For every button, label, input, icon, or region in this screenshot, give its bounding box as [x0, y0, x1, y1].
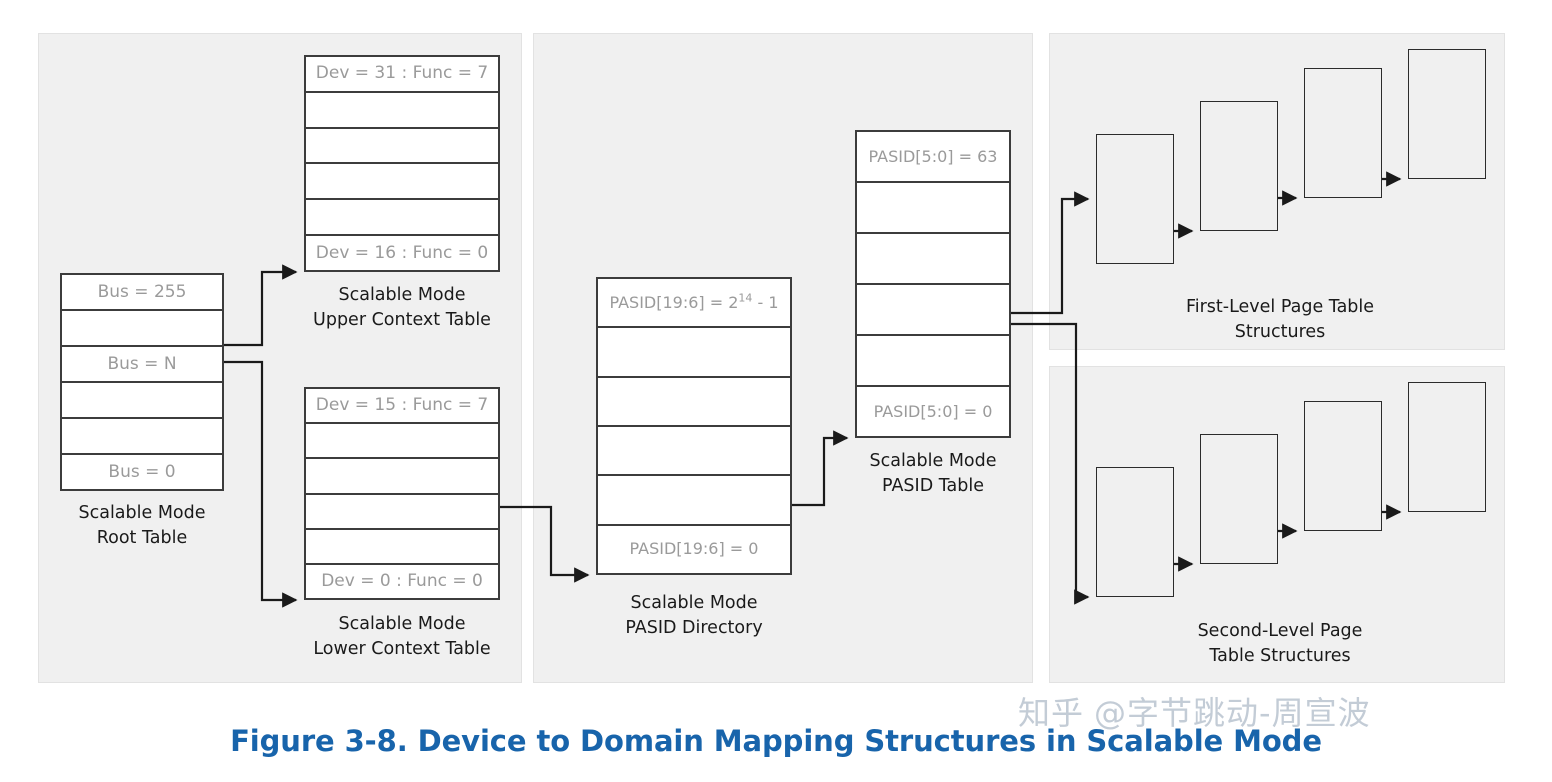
scalable-mode-root-table: Bus = 255 Bus = N Bus = 0 — [60, 273, 224, 491]
second-level-page-table-box — [1200, 434, 1278, 564]
second-level-caption-line1: Second-Level Page — [1197, 621, 1363, 641]
pasid-directory-row — [598, 328, 790, 378]
root-table-row: Bus = N — [62, 347, 222, 383]
first-level-page-table-box — [1200, 101, 1278, 231]
pasid-directory-row — [598, 378, 790, 427]
root-table-row: Bus = 255 — [62, 275, 222, 311]
upper-context-row — [306, 164, 498, 201]
root-table-caption: Scalable Mode Root Table — [42, 501, 242, 551]
pasid-directory-caption-line2: PASID Directory — [625, 617, 763, 638]
pasid-table-row — [857, 234, 1009, 285]
upper-context-row: Dev = 31 : Func = 7 — [306, 57, 498, 93]
upper-context-row: Dev = 16 : Func = 0 — [315, 242, 489, 263]
lower-context-table-caption: Scalable Mode Lower Context Table — [290, 612, 514, 662]
pasid-directory-row-first-label: PASID[19:6] = 214 - 1 — [609, 291, 779, 312]
pasid-directory-caption-line1: Scalable Mode — [630, 593, 758, 613]
watermark: 知乎@字节跳动-周宣波 — [1018, 688, 1371, 734]
upper-context-caption-line2: Upper Context Table — [313, 309, 491, 330]
root-table-row: Bus = 0 — [108, 461, 176, 482]
scalable-mode-pasid-table: PASID[5:0] = 63 PASID[5:0] = 0 — [855, 130, 1011, 438]
root-table-caption-line2: Root Table — [96, 527, 188, 548]
lower-context-row — [306, 459, 498, 495]
first-level-page-table-box — [1408, 49, 1486, 179]
pasid-directory-row: PASID[19:6] = 0 — [629, 539, 759, 559]
pasid-directory-row — [598, 427, 790, 477]
lower-context-row — [306, 424, 498, 460]
first-level-caption-line1: First-Level Page Table — [1185, 297, 1375, 317]
watermark-handle: @字节跳动-周宣波 — [1094, 694, 1371, 732]
scalable-mode-upper-context-table: Dev = 31 : Func = 7 Dev = 16 : Func = 0 — [304, 55, 500, 272]
pasid-table-row — [857, 336, 1009, 387]
lower-context-row — [306, 530, 498, 565]
scalable-mode-pasid-directory: PASID[19:6] = 214 - 1 PASID[19:6] = 0 — [596, 277, 792, 575]
pasid-directory-caption: Scalable Mode PASID Directory — [584, 591, 804, 641]
lower-context-caption-line1: Scalable Mode — [338, 614, 466, 634]
pasid-table-caption-line1: Scalable Mode — [869, 451, 997, 471]
second-level-page-table-box — [1096, 467, 1174, 597]
lower-context-caption-line2: Lower Context Table — [313, 638, 491, 659]
root-table-row — [62, 311, 222, 347]
pasid-table-row — [857, 285, 1009, 336]
second-level-page-table-box — [1304, 401, 1382, 531]
pasid-table-caption-line2: PASID Table — [882, 475, 984, 496]
figure-caption: Figure 3-8. Device to Domain Mapping Str… — [230, 724, 1322, 758]
second-level-panel-caption: Second-Level Page Table Structures — [1100, 619, 1460, 669]
pasid-table-row: PASID[5:0] = 63 — [857, 132, 1009, 183]
first-level-panel-caption: First-Level Page Table Structures — [1100, 295, 1460, 345]
lower-context-row: Dev = 0 : Func = 0 — [321, 570, 483, 591]
upper-context-caption-line1: Scalable Mode — [338, 285, 466, 305]
root-table-row — [62, 383, 222, 419]
first-level-caption-line2: Structures — [1234, 321, 1326, 342]
lower-context-row — [306, 495, 498, 530]
second-level-page-table-box — [1408, 382, 1486, 512]
upper-context-table-caption: Scalable Mode Upper Context Table — [290, 283, 514, 333]
lower-context-row: Dev = 15 : Func = 7 — [306, 389, 498, 425]
pasid-table-row — [857, 183, 1009, 234]
root-table-row — [62, 419, 222, 455]
first-level-page-table-box — [1304, 68, 1382, 198]
upper-context-row — [306, 93, 498, 129]
zhihu-logo: 知乎 — [1018, 694, 1085, 732]
pasid-table-caption: Scalable Mode PASID Table — [845, 449, 1021, 499]
upper-context-row — [306, 200, 498, 237]
first-level-page-table-box — [1096, 134, 1174, 264]
pasid-directory-row — [598, 476, 790, 526]
second-level-caption-line2: Table Structures — [1209, 645, 1351, 666]
scalable-mode-lower-context-table: Dev = 15 : Func = 7 Dev = 0 : Func = 0 — [304, 387, 500, 600]
pasid-table-row: PASID[5:0] = 0 — [873, 401, 993, 421]
pasid-directory-row: PASID[19:6] = 214 - 1 — [598, 279, 790, 329]
upper-context-row — [306, 129, 498, 165]
root-table-caption-line1: Scalable Mode — [78, 503, 206, 523]
